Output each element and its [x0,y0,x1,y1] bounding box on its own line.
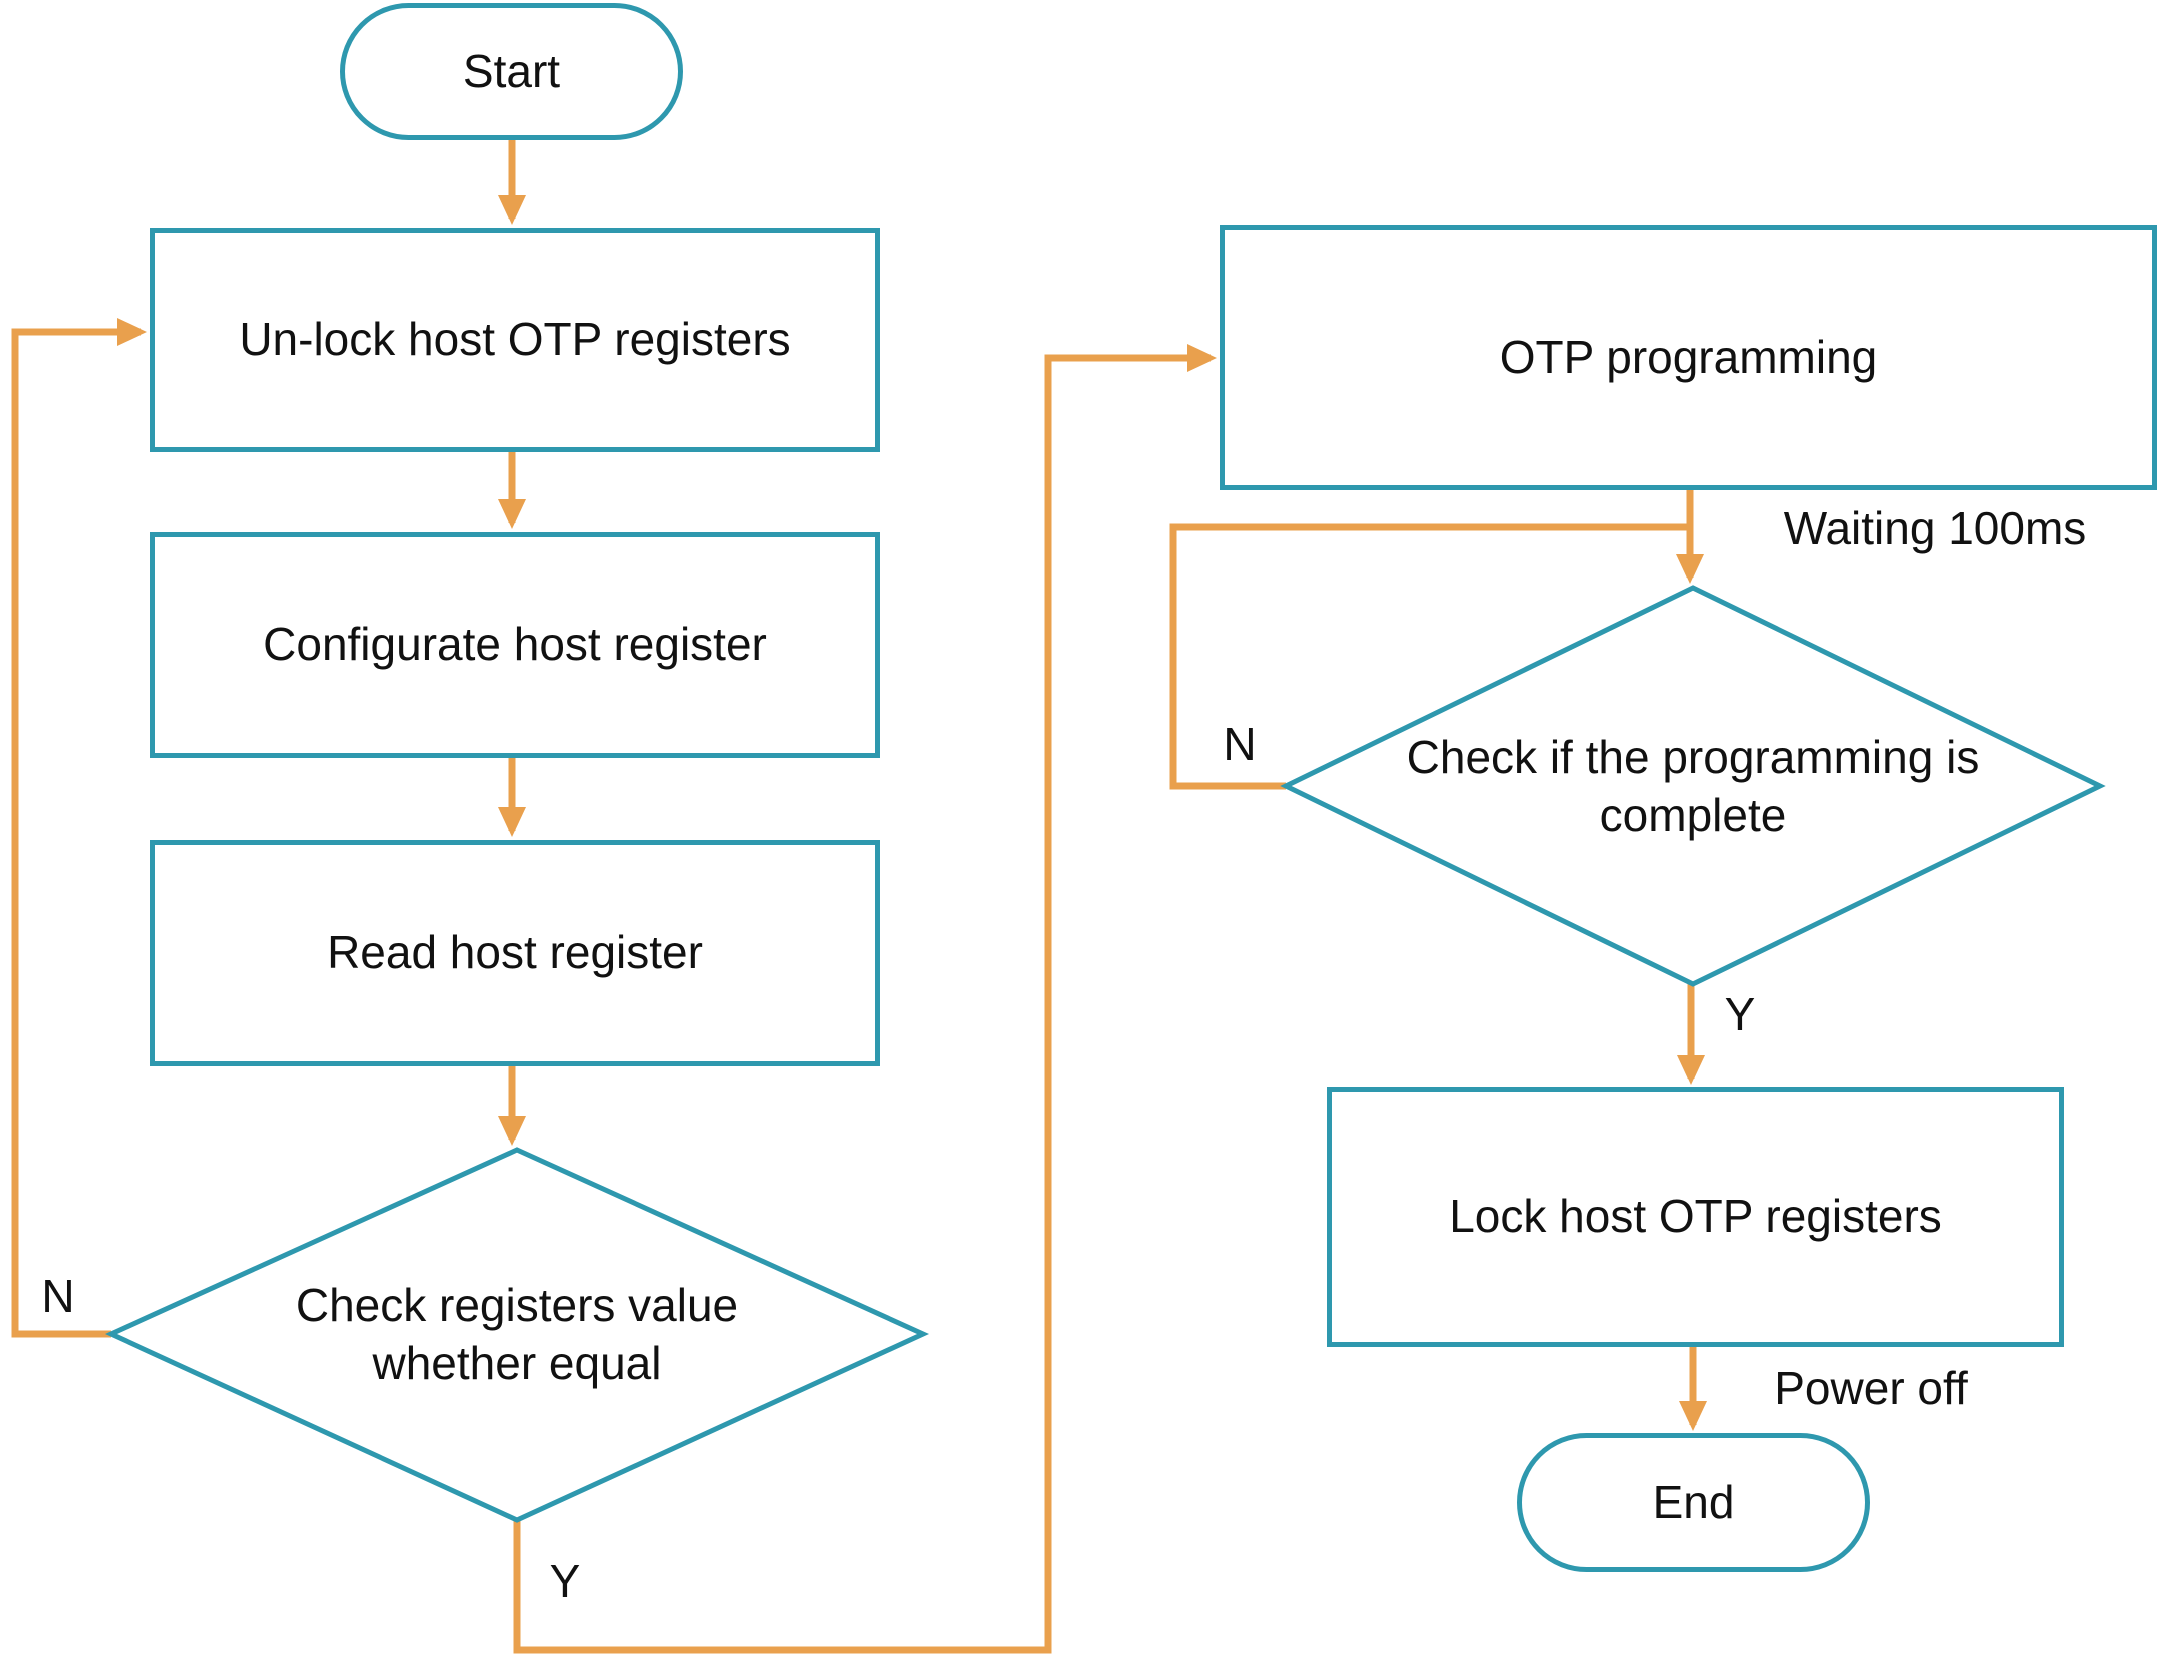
node-check-registers-label: Check registers value whether equal [295,1278,739,1389]
node-check-complete-label: Check if the programming is complete [1406,730,1980,841]
connector-check-equal-no-loop [11,318,147,1338]
node-configurate-host-register: Configurate host register [150,532,880,758]
edge-label-power-off: Power off [1774,1362,1968,1414]
node-label: Configurate host register [263,618,767,671]
edge-label-check-complete-no: N [1223,718,1257,770]
node-label: Start [462,44,561,97]
connector-check-equal-yes-to-otp [513,344,1217,1654]
node-otp-programming: OTP programming [1220,225,2157,490]
edge-label-check-equal-yes: Y [549,1555,581,1607]
node-label: Read host register [327,926,703,979]
node-start: Start [340,3,683,140]
node-lock-host-otp-registers: Lock host OTP registers [1327,1087,2064,1347]
connector-check-complete-no-loop [1169,523,1687,790]
node-read-host-register: Read host register [150,840,880,1066]
node-label: End [1652,1475,1735,1528]
node-check-complete-diamond [1280,585,2106,987]
edge-label-check-complete-yes: Y [1724,988,1756,1040]
node-check-registers-diamond [104,1147,930,1523]
node-end: End [1517,1433,1870,1572]
edge-label-check-equal-no: N [41,1270,75,1322]
node-label: OTP programming [1499,330,1878,383]
node-label: Un-lock host OTP registers [239,313,791,366]
edge-label-waiting: Waiting 100ms [1783,502,2087,554]
node-label: Lock host OTP registers [1449,1190,1942,1243]
node-unlock-host-otp-registers: Un-lock host OTP registers [150,228,880,452]
